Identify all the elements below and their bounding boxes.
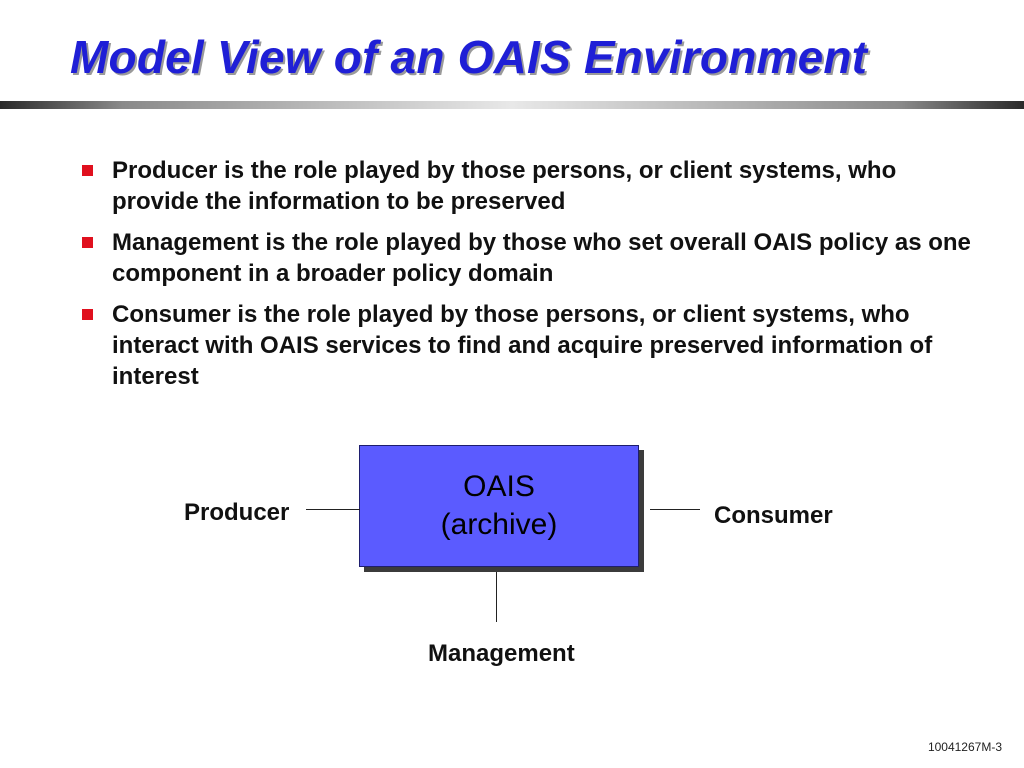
bullet-item-consumer: Consumer is the role played by those per…: [80, 299, 980, 392]
oais-box-line2: (archive): [440, 508, 558, 541]
title-divider: [0, 101, 1024, 109]
bullet-list: Producer is the role played by those per…: [80, 155, 980, 402]
bullet-item-management: Management is the role played by those w…: [80, 227, 980, 289]
bullet-text: Consumer is the role played by those per…: [112, 301, 933, 390]
producer-label: Producer: [184, 499, 290, 526]
bullet-text: Management is the role played by those w…: [112, 229, 971, 287]
square-bullet-icon: [82, 165, 93, 176]
consumer-label: Consumer: [714, 502, 833, 529]
bullet-item-producer: Producer is the role played by those per…: [80, 155, 980, 217]
oais-box-line1: OAIS: [463, 470, 535, 503]
slide-number: 10041267M-3: [927, 740, 1002, 754]
square-bullet-icon: [82, 237, 93, 248]
producer-connector: [306, 509, 360, 510]
consumer-connector: [650, 509, 700, 510]
management-connector: [496, 572, 497, 622]
management-label: Management: [428, 640, 575, 667]
square-bullet-icon: [82, 309, 93, 320]
oais-archive-box: OAIS (archive): [359, 445, 639, 567]
slide-title: Model View of an OAIS Environment: [70, 31, 868, 83]
bullet-text: Producer is the role played by those per…: [112, 157, 897, 215]
